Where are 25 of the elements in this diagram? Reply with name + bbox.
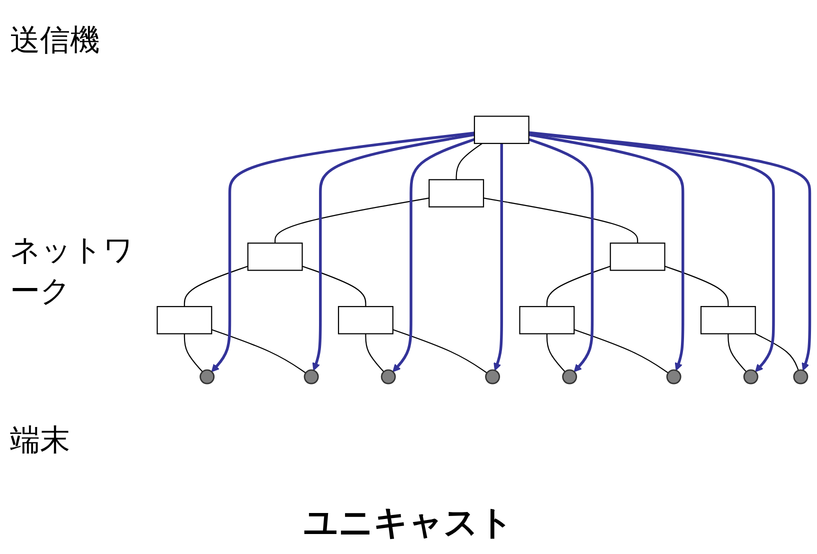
side-label: 送信機 [10, 22, 100, 60]
connector [483, 198, 638, 244]
arrow [528, 133, 684, 371]
connector [755, 333, 799, 371]
connector [392, 329, 488, 374]
arrow [392, 138, 475, 372]
connector [574, 329, 669, 374]
connector [184, 266, 248, 307]
connector [302, 266, 366, 307]
arrow [528, 138, 594, 372]
side-label: 端末 [10, 422, 70, 460]
connector [274, 198, 430, 244]
connector [546, 266, 611, 307]
connector [664, 266, 729, 307]
caption: ユニキャスト [302, 502, 514, 545]
connector [728, 334, 747, 372]
connector [365, 334, 384, 372]
arrow [211, 132, 475, 372]
connector [546, 334, 566, 372]
connector [184, 334, 203, 372]
connector [211, 329, 306, 374]
arrow [494, 144, 503, 371]
side-label: ネットワーク [10, 232, 135, 311]
connector [456, 143, 483, 180]
arrow [312, 133, 475, 371]
